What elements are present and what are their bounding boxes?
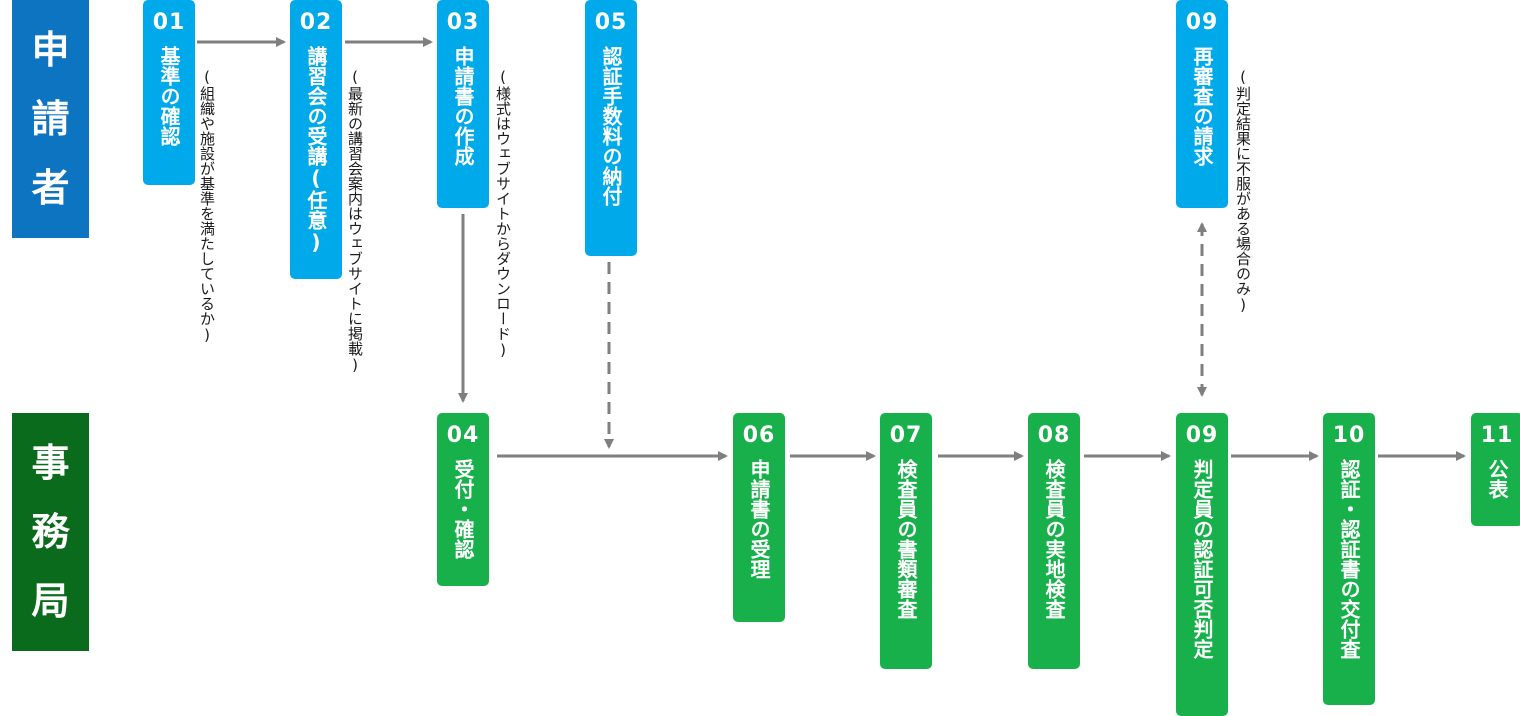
office-lane-char: 事 <box>31 441 70 485</box>
step-number: 02 <box>299 10 333 35</box>
step-06-accept-application: 06 申請書の受理 <box>733 413 785 622</box>
applicant-lane-char: 者 <box>31 166 70 210</box>
step-08-onsite-inspection: 08 検査員の実地検査 <box>1028 413 1080 669</box>
step-label: 申請書の受理 <box>747 459 771 579</box>
step-number: 09 <box>1185 10 1219 35</box>
step-label: 公表 <box>1485 459 1509 499</box>
step-05-pay-fee: 05 認証手数料の納付 <box>585 0 637 256</box>
step-label: 判定員の認証可否判定 <box>1190 459 1214 659</box>
step-number: 07 <box>889 423 923 448</box>
step-number: 10 <box>1332 423 1366 448</box>
step-number: 04 <box>446 423 480 448</box>
step-number: 06 <box>742 423 776 448</box>
step-label: 再審査の請求 <box>1190 46 1214 166</box>
step-number: 01 <box>152 10 186 35</box>
office-lane-char: 局 <box>31 579 70 623</box>
applicant-lane-header: 申請者 <box>12 0 89 238</box>
step-09-request-reexamination: 09 再審査の請求 <box>1176 0 1228 208</box>
step-number: 08 <box>1037 423 1071 448</box>
office-lane-char: 務 <box>31 510 70 554</box>
step-label: 受付・確認 <box>451 459 475 559</box>
step-label: 認証手数料の納付 <box>599 46 623 206</box>
step-label: 検査員の実地検査 <box>1042 459 1066 619</box>
step-label: 講習会の受講(任意) <box>304 46 328 254</box>
step-10-issue-certificate: 10 認証・認証書の交付査 <box>1323 413 1375 705</box>
step-label: 検査員の書類審査 <box>894 459 918 619</box>
step-07-document-review: 07 検査員の書類審査 <box>880 413 932 669</box>
step-number: 03 <box>446 10 480 35</box>
step-09-certification-decision: 09 判定員の認証可否判定 <box>1176 413 1228 716</box>
applicant-lane-char: 申 <box>31 28 70 72</box>
note-01: (組織や施設が基準を満たしているか) <box>198 68 216 344</box>
step-04-reception: 04 受付・確認 <box>437 413 489 586</box>
step-01-check-standards: 01 基準の確認 <box>143 0 195 185</box>
step-label: 申請書の作成 <box>451 46 475 166</box>
applicant-lane-char: 請 <box>31 97 70 141</box>
step-number: 11 <box>1480 423 1514 448</box>
step-number: 05 <box>594 10 628 35</box>
step-label: 認証・認証書の交付査 <box>1337 459 1361 659</box>
step-11-publication: 11 公表 <box>1471 413 1520 526</box>
step-02-attend-seminar: 02 講習会の受講(任意) <box>290 0 342 279</box>
note-03: (様式はウェブサイトからダウンロード) <box>494 68 512 359</box>
step-label: 基準の確認 <box>157 46 181 146</box>
step-03-create-application: 03 申請書の作成 <box>437 0 489 208</box>
step-number: 09 <box>1185 423 1219 448</box>
note-09: (判定結果に不服がある場合のみ) <box>1234 68 1252 314</box>
note-02: (最新の講習会案内はウェブサイトに掲載) <box>346 68 364 374</box>
office-lane-header: 事務局 <box>12 413 89 651</box>
